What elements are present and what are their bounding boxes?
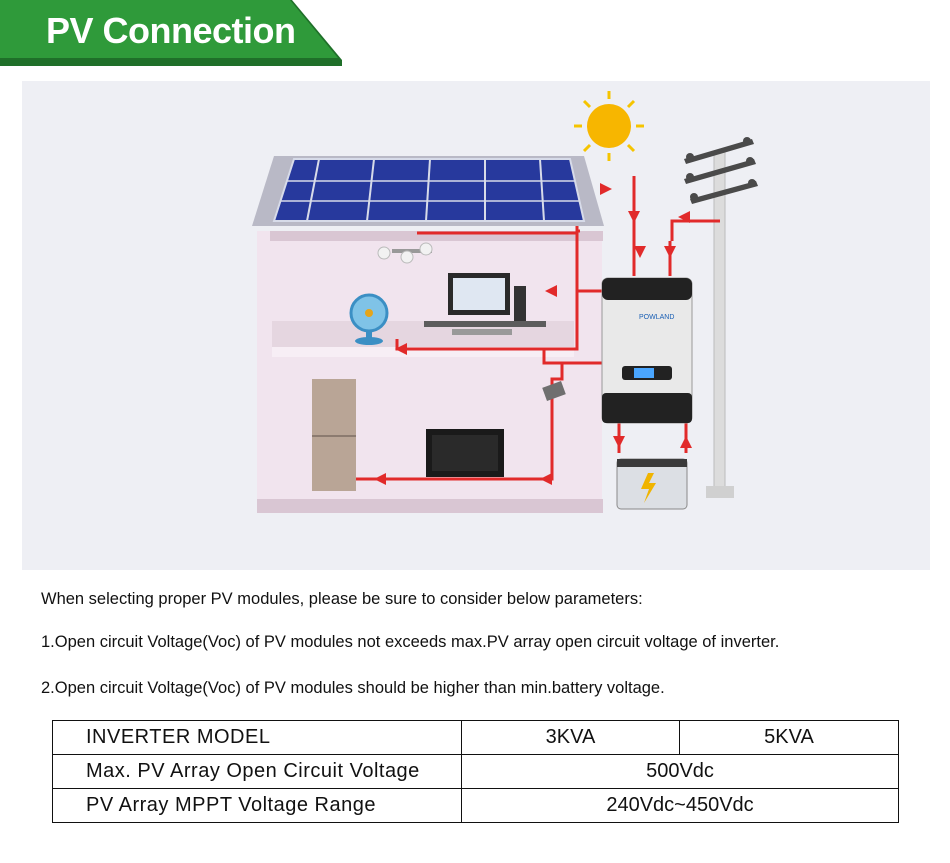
pv-system-diagram: POWLAND (22, 81, 930, 570)
intro-point-2: 2.Open circuit Voltage(Voc) of PV module… (41, 679, 665, 697)
table-header-row: INVERTER MODEL 3KVA 5KVA (52, 720, 899, 755)
banner-shape (0, 0, 342, 66)
breaker-icon (542, 381, 566, 401)
power-pole-icon (684, 137, 758, 498)
solar-panel-icon (272, 158, 586, 222)
intro-point-1: 1.Open circuit Voltage(Voc) of PV module… (41, 633, 780, 651)
header-cell-3kva: 3KVA (461, 720, 680, 755)
table-row: Max. PV Array Open Circuit Voltage 500Vd… (52, 754, 899, 789)
page-title: PV Connection (46, 10, 296, 51)
fan-icon (349, 293, 389, 345)
row-value: 500Vdc (461, 754, 899, 789)
refrigerator-icon (312, 379, 356, 491)
row-value: 240Vdc~450Vdc (461, 788, 899, 823)
television-icon (426, 429, 504, 477)
spec-table: INVERTER MODEL 3KVA 5KVA Max. PV Array O… (52, 720, 899, 823)
sun-icon (574, 91, 644, 161)
intro-lead: When selecting proper PV modules, please… (41, 590, 643, 608)
battery-icon (616, 458, 688, 510)
table-row: PV Array MPPT Voltage Range 240Vdc~450Vd… (52, 788, 899, 823)
flow-arrows (374, 183, 692, 485)
header-cell-model: INVERTER MODEL (52, 720, 462, 755)
ceiling-light-icon (377, 242, 433, 264)
header-banner: PV Connection (0, 0, 342, 66)
row-label: Max. PV Array Open Circuit Voltage (52, 754, 462, 789)
header-cell-5kva: 5KVA (679, 720, 899, 755)
inverter-icon: POWLAND (601, 277, 693, 424)
row-label: PV Array MPPT Voltage Range (52, 788, 462, 823)
inverter-brand-logo: POWLAND (639, 314, 674, 321)
desktop-computer-icon (424, 273, 546, 335)
